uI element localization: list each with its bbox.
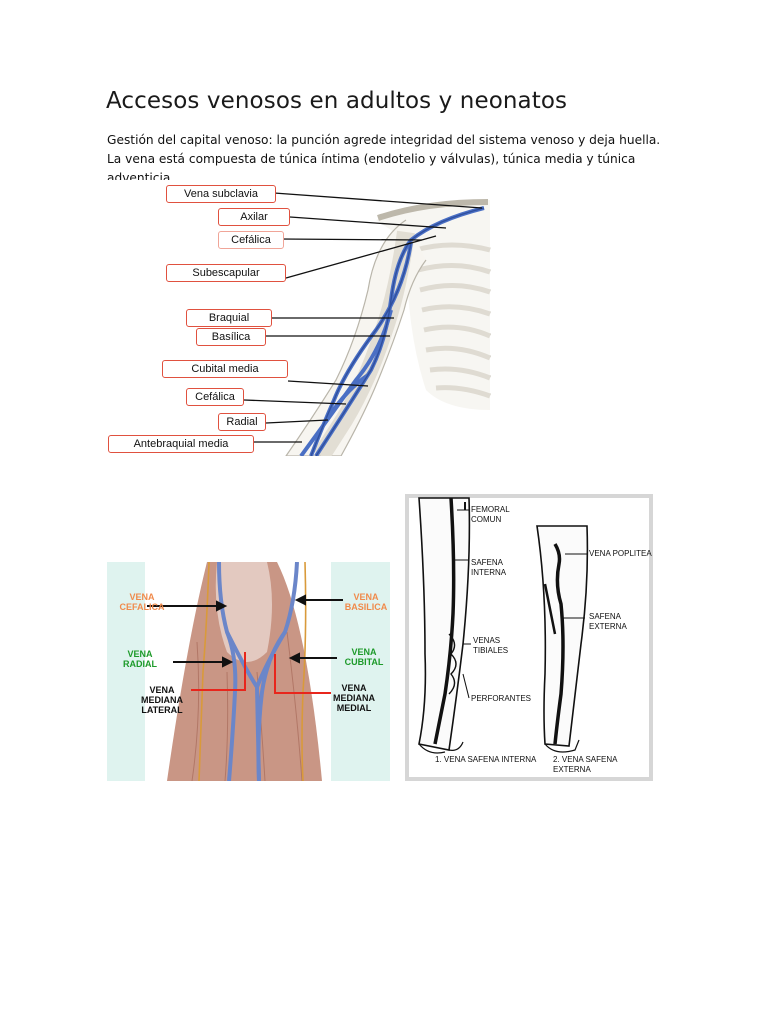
leg2-vein (553, 543, 565, 745)
label-antebraquial-media: Antebraquial media (108, 435, 254, 453)
label-subescapular: Subescapular (166, 264, 286, 282)
forearm-illustration (145, 562, 343, 781)
torso-shade (376, 200, 490, 410)
label-vena-poplitea: VENA POPLITEA (589, 549, 652, 558)
label-braquial: Braquial (186, 309, 272, 327)
forearm-red-lines (191, 652, 331, 694)
label-cefalica-upper: Cefálica (218, 231, 284, 249)
leg1-vein (433, 497, 456, 745)
clavicle-drawing (377, 199, 489, 221)
leader-lines (243, 192, 483, 443)
label-perforantes: PERFORANTES (471, 694, 532, 703)
label-basilica: Basílica (196, 328, 266, 346)
caption-vena-safena-interna: 1. VENA SAFENA INTERNA (435, 755, 537, 764)
label-axilar: Axilar (218, 208, 290, 226)
caption-vena-safena-externa: 2. VENA SAFENA EXTERNA (553, 755, 618, 774)
forearm-vein-drawing (217, 562, 299, 781)
leg-leader-lines (455, 509, 587, 699)
label-cubital-media: Cubital media (162, 360, 288, 378)
arm-illustration (243, 192, 492, 456)
page-title: Accesos venosos en adultos y neonatos (106, 88, 568, 114)
leg-illustration (409, 497, 649, 777)
arm-veins-figure: Vena subclavia Axilar Cefálica Subescapu… (106, 180, 494, 456)
label-vena-subclavia: Vena subclavia (166, 185, 276, 203)
leg1-outline (418, 497, 471, 751)
label-radial: Radial (218, 413, 266, 431)
label-cefalica-lower: Cefálica (186, 388, 244, 406)
forearm-arrows (147, 594, 343, 668)
